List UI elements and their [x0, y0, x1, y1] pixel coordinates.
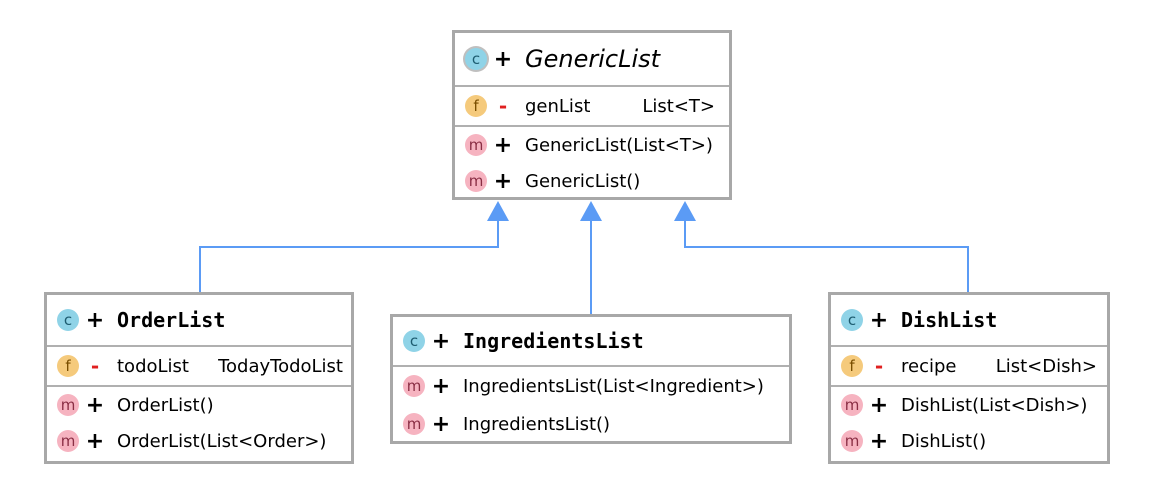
arrowhead-ingredientslist	[580, 201, 602, 221]
method-row: m + DishList()	[831, 423, 1107, 459]
class-header: c + OrderList	[47, 295, 351, 345]
field-row: f - recipe List<Dish>	[831, 347, 1107, 385]
edge-dishlist-to-genericlist	[684, 220, 969, 293]
field-type: List<Dish>	[995, 355, 1097, 377]
method-signature: DishList()	[901, 430, 987, 452]
visibility-public: +	[431, 373, 451, 399]
method-row: m + OrderList()	[47, 387, 351, 423]
arrowhead-orderlist	[487, 201, 509, 221]
method-signature: OrderList()	[117, 394, 214, 416]
method-icon: m	[841, 430, 863, 452]
method-icon: m	[465, 170, 487, 192]
method-row: m + IngredientsList(List<Ingredient>)	[393, 367, 789, 405]
method-signature: GenericList(List<T>)	[525, 134, 713, 156]
fields-section: f - recipe List<Dish>	[831, 345, 1107, 385]
class-name: DishList	[901, 308, 998, 332]
method-signature: IngredientsList()	[463, 413, 611, 435]
field-icon: f	[465, 95, 487, 117]
method-icon: m	[465, 134, 487, 156]
field-row: f - genList List<T>	[455, 87, 729, 125]
method-row: m + GenericList()	[455, 163, 729, 199]
edge-orderlist-to-genericlist	[199, 220, 499, 293]
field-icon: f	[841, 355, 863, 377]
method-signature: GenericList()	[525, 170, 641, 192]
method-row: m + GenericList(List<T>)	[455, 127, 729, 163]
field-type: List<T>	[642, 95, 715, 117]
visibility-public: +	[85, 428, 105, 454]
method-row: m + OrderList(List<Order>)	[47, 423, 351, 459]
visibility-public: +	[493, 132, 513, 158]
method-icon: m	[57, 430, 79, 452]
fields-section: f - todoList TodayTodoList	[47, 345, 351, 385]
visibility-public: +	[85, 307, 105, 333]
class-header: c + DishList	[831, 295, 1107, 345]
class-icon: c	[841, 309, 863, 331]
visibility-private: -	[498, 94, 508, 118]
field-type: TodayTodoList	[218, 355, 343, 377]
visibility-public: +	[869, 392, 889, 418]
field-name: genList	[525, 95, 591, 117]
method-icon: m	[403, 375, 425, 397]
visibility-public: +	[869, 428, 889, 454]
visibility-private: -	[874, 354, 884, 378]
visibility-public: +	[85, 392, 105, 418]
class-header: c + IngredientsList	[393, 317, 789, 365]
visibility-public: +	[869, 307, 889, 333]
visibility-public: +	[493, 168, 513, 194]
field-icon: f	[57, 355, 79, 377]
visibility-private: -	[90, 354, 100, 378]
field-name: todoList	[117, 355, 189, 377]
methods-section: m + OrderList() m + OrderList(List<Order…	[47, 385, 351, 459]
class-name: OrderList	[117, 308, 226, 332]
methods-section: m + IngredientsList(List<Ingredient>) m …	[393, 365, 789, 443]
class-name: GenericList	[525, 45, 661, 73]
class-name: IngredientsList	[463, 329, 644, 353]
field-name: recipe	[901, 355, 957, 377]
method-row: m + DishList(List<Dish>)	[831, 387, 1107, 423]
field-row: f - todoList TodayTodoList	[47, 347, 351, 385]
methods-section: m + DishList(List<Dish>) m + DishList()	[831, 385, 1107, 459]
methods-section: m + GenericList(List<T>) m + GenericList…	[455, 125, 729, 199]
visibility-public: +	[431, 411, 451, 437]
class-ingredientslist[interactable]: c + IngredientsList m + IngredientsList(…	[390, 314, 792, 444]
visibility-public: +	[493, 46, 513, 72]
visibility-public: +	[431, 328, 451, 354]
method-row: m + IngredientsList()	[393, 405, 789, 443]
class-orderlist[interactable]: c + OrderList f - todoList TodayTodoList…	[44, 292, 354, 464]
class-header: c + GenericList	[455, 33, 729, 85]
method-signature: IngredientsList(List<Ingredient>)	[463, 375, 764, 397]
class-icon: c	[57, 309, 79, 331]
class-dishlist[interactable]: c + DishList f - recipe List<Dish> m + D…	[828, 292, 1110, 464]
class-genericlist[interactable]: c + GenericList f - genList List<T> m + …	[452, 30, 732, 200]
method-icon: m	[841, 394, 863, 416]
abstract-class-icon: c	[465, 48, 487, 70]
method-icon: m	[57, 394, 79, 416]
method-icon: m	[403, 413, 425, 435]
method-signature: DishList(List<Dish>)	[901, 394, 1088, 416]
arrowhead-dishlist	[674, 201, 696, 221]
class-icon: c	[403, 330, 425, 352]
fields-section: f - genList List<T>	[455, 85, 729, 125]
method-signature: OrderList(List<Order>)	[117, 430, 327, 452]
